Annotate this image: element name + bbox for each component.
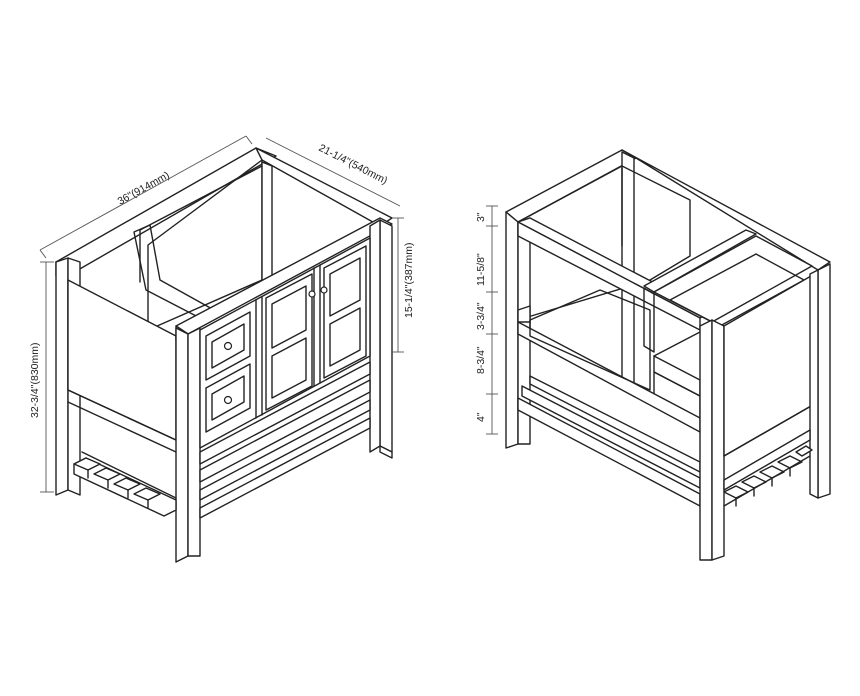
drawer-height-dimension-label: 15-1/4"(387mm) bbox=[403, 242, 415, 318]
front-view-shelf-slats bbox=[73, 451, 177, 517]
depth-dimension-label: 21-1/4"(540mm) bbox=[317, 142, 390, 187]
back-view-shelf-slats bbox=[723, 429, 813, 507]
back-dim-label-1: 3" bbox=[475, 212, 487, 222]
back-dim-label-2: 11-5/8" bbox=[475, 253, 487, 286]
back-dim-label-5: 4" bbox=[475, 412, 487, 422]
back-view-dimensions: 3" 11-5/8" 3-3/4" 8-3/4" 4" bbox=[475, 205, 498, 435]
back-dim-label-4: 8-3/4" bbox=[475, 346, 487, 374]
back-view-drawing bbox=[505, 149, 831, 561]
front-view-drawing bbox=[55, 147, 393, 563]
height-dimension-label: 32-3/4"(830mm) bbox=[29, 342, 41, 418]
back-dim-label-3: 3-3/4" bbox=[475, 302, 487, 330]
